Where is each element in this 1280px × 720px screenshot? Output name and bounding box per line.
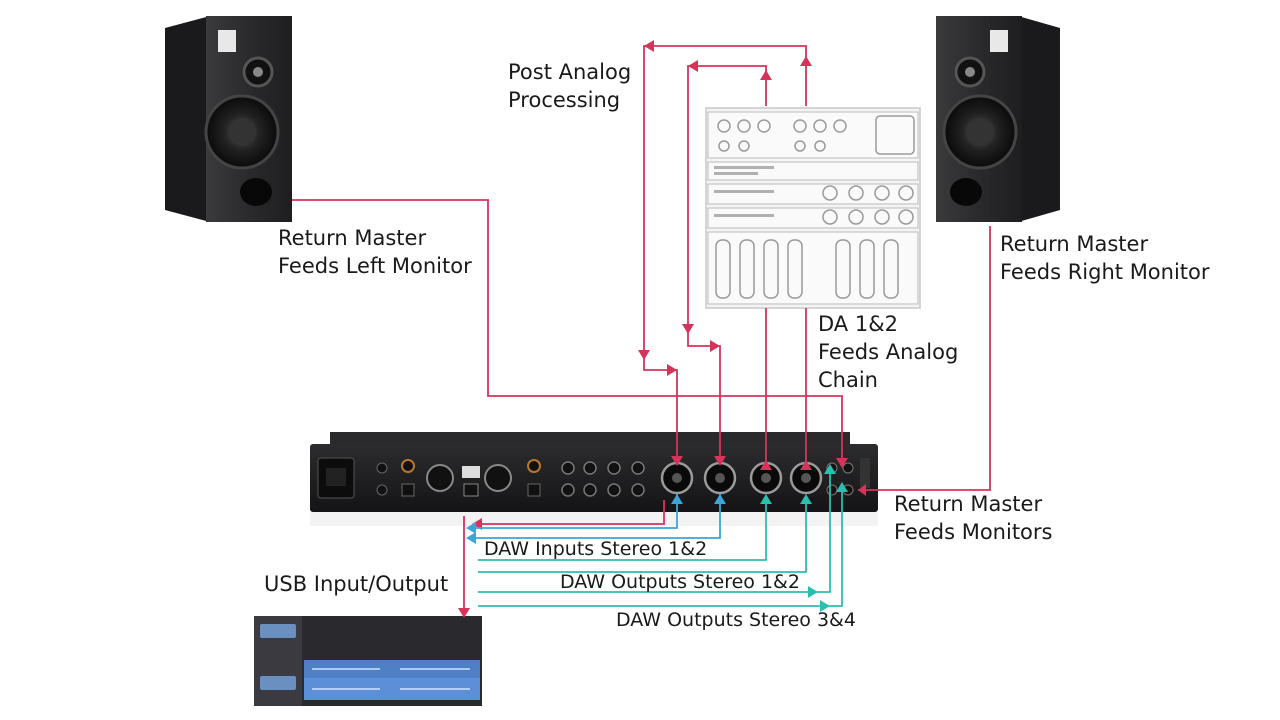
return-left-line bbox=[292, 199, 843, 462]
arrow-outer-right bbox=[667, 364, 677, 376]
analog-rack-icon bbox=[705, 107, 921, 309]
daw-output-34-line bbox=[478, 488, 843, 607]
daw-output-lines bbox=[478, 470, 843, 607]
right-speaker-icon bbox=[936, 16, 1060, 222]
daw-input-line-1 bbox=[468, 494, 678, 529]
arrow-da-1 bbox=[760, 460, 772, 470]
return-right-line bbox=[858, 226, 991, 491]
return-arrows bbox=[458, 40, 866, 618]
arrow-inner-iface bbox=[714, 456, 726, 466]
return-right-label: Return Master Feeds Right Monitor bbox=[1000, 232, 1210, 284]
daw-input-lines bbox=[468, 494, 721, 539]
return-monitors-label: Return Master Feeds Monitors bbox=[894, 492, 1053, 544]
arrow-outer-left bbox=[644, 40, 654, 52]
daw-input-arrows bbox=[466, 494, 726, 544]
arrow-inner-right bbox=[710, 340, 720, 352]
arrow-outer-top bbox=[800, 56, 812, 66]
arrow-usb-down bbox=[458, 608, 470, 618]
arrow-inner-top bbox=[760, 70, 772, 80]
usb-red-line-2 bbox=[478, 500, 665, 525]
arrow-inner-down bbox=[682, 324, 694, 334]
daw-outputs-12-label: DAW Outputs Stereo 1&2 bbox=[560, 571, 800, 593]
arrow-da-2 bbox=[800, 460, 812, 470]
daw-output-12-line-c bbox=[478, 470, 831, 593]
daw-computer-icon bbox=[254, 616, 482, 706]
usb-io-label: USB Input/Output bbox=[264, 572, 449, 596]
return-left-label: Return Master Feeds Left Monitor bbox=[278, 226, 472, 278]
daw-output-arrows bbox=[760, 464, 848, 612]
arrow-inner-left bbox=[688, 60, 698, 72]
daw-output-12-line-b bbox=[478, 496, 807, 573]
arrow-return-left bbox=[836, 458, 848, 468]
arrow-outer-iface bbox=[671, 456, 683, 466]
arrow-outer-down bbox=[638, 350, 650, 360]
daw-output-12-line-a bbox=[478, 496, 767, 561]
post-analog-label: Post Analog Processing bbox=[508, 60, 632, 112]
daw-inputs-label: DAW Inputs Stereo 1&2 bbox=[484, 538, 708, 560]
daw-input-line-2 bbox=[468, 494, 721, 539]
arrow-usb-up bbox=[472, 518, 482, 530]
left-speaker-icon bbox=[165, 16, 292, 222]
audio-interface-icon bbox=[310, 432, 878, 526]
da-feeds-label: DA 1&2 Feeds Analog Chain bbox=[818, 312, 959, 392]
daw-outputs-34-label: DAW Outputs Stereo 3&4 bbox=[616, 609, 856, 631]
arrow-return-right bbox=[858, 484, 866, 496]
